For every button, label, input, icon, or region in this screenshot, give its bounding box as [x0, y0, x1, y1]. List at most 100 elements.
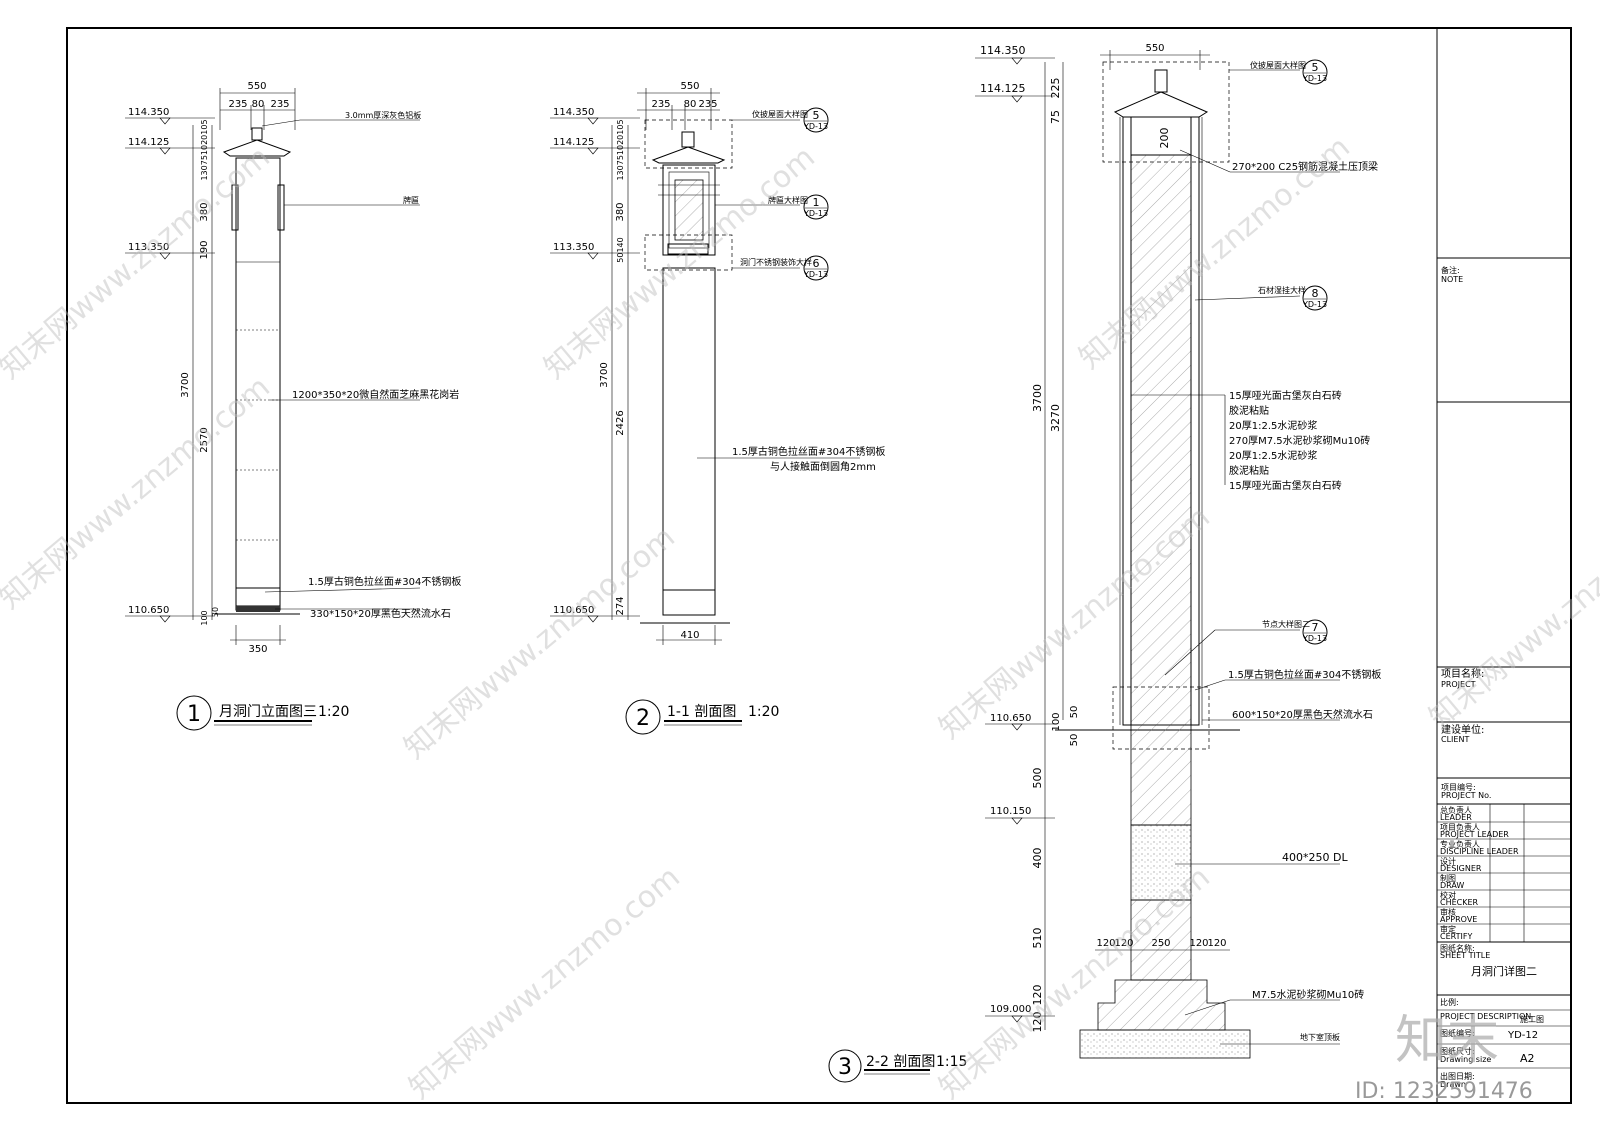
tb-size-cn: 图纸尺寸:	[1440, 1046, 1475, 1056]
svg-text:YD-13: YD-13	[803, 122, 828, 131]
column-body-3	[1130, 154, 1192, 726]
svg-text:CERTIFY: CERTIFY	[1440, 932, 1472, 941]
call-roof-3-num: 5	[1312, 61, 1319, 74]
dim-235-l-2: 235	[651, 99, 670, 110]
tb-client-en: CLIENT	[1441, 735, 1469, 744]
call-stone-3: 石材湿挂大样	[1258, 285, 1306, 295]
dim-100: 100	[200, 610, 209, 625]
elev2-114350: 114.350	[553, 107, 594, 118]
title-tag-3-num: 3	[838, 1055, 852, 1080]
svg-text:YD-13: YD-13	[1302, 300, 1327, 309]
note-slab-3: 地下室顶板	[1300, 1032, 1340, 1042]
tb-sheet-en: SHEET TITLE	[1440, 951, 1490, 960]
tb-project-cn: 项目名称:	[1441, 667, 1484, 680]
dim2-3700: 3700	[599, 362, 610, 387]
note-steel-2b: 与人接触面倒圆角2mm	[770, 460, 876, 473]
note-brick-3: M7.5水泥砂浆砌Mu10砖	[1252, 988, 1364, 1001]
note-steel-1: 1.5厚古铜色拉丝面#304不锈钢板	[308, 575, 461, 588]
note-stone-1: 1200*350*20微自然面芝麻黑花岗岩	[292, 388, 459, 401]
call-plaque-2-num: 1	[813, 196, 820, 209]
svg-text:校对: 校对	[1440, 890, 1456, 900]
dim3-50: 50	[1069, 706, 1080, 719]
dim3-75: 75	[1049, 110, 1062, 124]
dim3-3700: 3700	[1031, 384, 1044, 412]
stone-face-left	[1122, 116, 1132, 726]
elev-110650: 110.650	[128, 605, 169, 616]
call-roof-2-num: 5	[813, 109, 820, 122]
tb-size-val: A2	[1520, 1052, 1535, 1065]
note-plaque-1: 牌匾	[403, 195, 419, 205]
title-3: 2-2 剖面图	[866, 1054, 935, 1070]
svg-text:CHECKER: CHECKER	[1440, 898, 1479, 907]
svg-text:知末网www.znzmo.com: 知末网www.znzmo.com	[403, 860, 687, 1106]
detail-2-section: 550 235 80 235 114.350 114.125 113.350 1…	[550, 81, 885, 735]
svg-text:知末网www.znzmo.com: 知末网www.znzmo.com	[1423, 490, 1600, 736]
elev3-114125: 114.125	[980, 82, 1026, 95]
layer-6: 胶泥粘贴	[1229, 464, 1269, 477]
dim-380: 380	[199, 202, 210, 221]
dim2-2426: 2426	[615, 410, 626, 435]
dim2-50140: 50140	[616, 237, 625, 262]
dim-80: 80	[252, 99, 265, 110]
layer-1: 15厚哑光面古堡灰白石砖	[1229, 389, 1342, 402]
elev2-113350: 113.350	[553, 242, 594, 253]
svg-text:总负责人: 总负责人	[1440, 805, 1472, 815]
note-steel-2a: 1.5厚古铜色拉丝面#304不锈钢板	[732, 445, 885, 458]
elev3-114350: 114.350	[980, 44, 1026, 57]
dim-30: 30	[211, 607, 220, 617]
plaque-right	[277, 184, 285, 231]
detail-1-elevation: 550 235 80 235 114.350 114.125 113.350 1…	[125, 81, 461, 731]
title-tag-2-num: 2	[636, 706, 650, 731]
elev2-110650: 110.650	[553, 605, 594, 616]
base-stone-1	[236, 606, 280, 612]
note-dl-3: 400*250 DL	[1282, 851, 1348, 864]
svg-text:制图: 制图	[1440, 873, 1456, 883]
footing-3	[1097, 979, 1226, 1031]
svg-text:YD-13: YD-13	[1302, 634, 1327, 643]
tb-date-en: Drawn	[1440, 1080, 1466, 1089]
layer-5: 20厚1:2.5水泥砂浆	[1229, 449, 1317, 462]
roof-finial-1	[251, 127, 263, 141]
tb-projno-cn: 项目编号:	[1441, 782, 1476, 792]
title-2: 1-1 剖面图	[667, 704, 736, 720]
svg-text:专业负责人: 专业负责人	[1440, 839, 1480, 849]
svg-text:120: 120	[1114, 938, 1133, 949]
call-plaque-2: 牌匾大样图	[768, 195, 808, 205]
layer-7: 15厚哑光面古堡灰白石砖	[1229, 479, 1342, 492]
svg-text:审核: 审核	[1440, 907, 1456, 917]
elev-113350: 113.350	[128, 242, 169, 253]
dim-top-stack: 130751020105	[200, 119, 209, 180]
stone-face-right	[1190, 116, 1200, 726]
dim2-top-stack: 130751020105	[616, 119, 625, 180]
tb-desc-en: PROJECT DESCRIPTION	[1440, 1012, 1531, 1021]
dim-235-right: 235	[270, 99, 289, 110]
scale-2: 1:20	[748, 704, 779, 720]
elev-marks-1: 114.350 114.125 113.350 110.650	[125, 107, 215, 623]
elev-114125: 114.125	[128, 137, 169, 148]
tb-desc-val: 施工图	[1520, 1014, 1544, 1024]
tb-projno-en: PROJECT No.	[1441, 791, 1491, 800]
svg-text:知末网www.znzmo.com: 知末网www.znzmo.com	[0, 140, 277, 386]
layer-3: 20厚1:2.5水泥砂浆	[1229, 419, 1317, 432]
roof-3	[1113, 91, 1209, 118]
call-roof-3: 伩披屋面大样图	[1250, 60, 1306, 70]
dim3-50b: 50	[1069, 734, 1080, 747]
svg-text:DISCIPLINE LEADER: DISCIPLINE LEADER	[1440, 847, 1519, 856]
elev-marks-3: 114.350 114.125 110.650 110.150 109.000	[975, 44, 1055, 1023]
call-stone-3-num: 8	[1312, 287, 1319, 300]
call-node-3: 节点大样图二	[1262, 619, 1310, 629]
note-steel-3: 1.5厚古铜色拉丝面#304不锈钢板	[1228, 668, 1381, 681]
tb-date-cn: 出图日期:	[1440, 1071, 1475, 1081]
dim3-510: 510	[1031, 928, 1044, 949]
svg-text:DESIGNER: DESIGNER	[1440, 864, 1482, 873]
tb-note-cn: 备注:	[1441, 265, 1460, 275]
tb-sheet-title: 月洞门详图二	[1471, 964, 1537, 978]
elev-marks-2: 114.350 114.125 113.350 110.650	[550, 107, 640, 623]
watermark-logo: 知末	[1395, 1011, 1499, 1071]
tb-note-en: NOTE	[1441, 275, 1463, 284]
title-block-frame	[1436, 27, 1572, 1104]
dim-235-r-2: 235	[698, 99, 717, 110]
dim3-120: 120	[1031, 985, 1044, 1006]
svg-text:知末网www.znzmo.com: 知末网www.znzmo.com	[1073, 130, 1357, 376]
steel-band-1	[235, 587, 281, 607]
